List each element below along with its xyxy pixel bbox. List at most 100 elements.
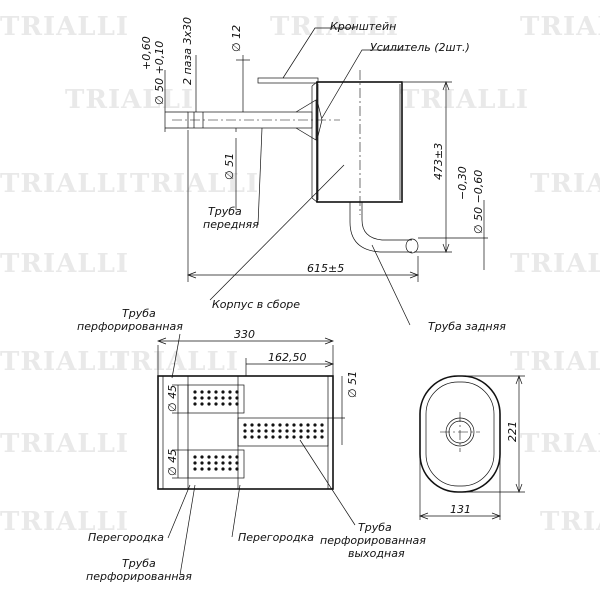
perforation-hole bbox=[221, 455, 225, 459]
d51-section-dim: ∅ 51 bbox=[346, 371, 359, 398]
outlet-dia-dim: ∅ 50 −0,60 bbox=[472, 170, 485, 234]
perforation-hole bbox=[200, 461, 204, 465]
perforation-hole bbox=[313, 429, 317, 433]
watermark-text: TRIALLI bbox=[0, 169, 129, 199]
perforation-hole bbox=[193, 396, 197, 400]
perforation-hole bbox=[271, 423, 275, 427]
perforation-hole bbox=[320, 435, 324, 439]
perf-outlet-label-1: Труба bbox=[358, 521, 392, 534]
partition-left-label: Перегородка bbox=[88, 531, 164, 544]
d45-top-dim: ∅ 45 bbox=[166, 385, 179, 412]
perforation-hole bbox=[299, 429, 303, 433]
watermark-text: TRIALLI bbox=[520, 12, 600, 42]
watermark-text: TRIALLI bbox=[530, 169, 600, 199]
perf-outlet-label-3: выходная bbox=[348, 547, 405, 560]
perforation-hole bbox=[264, 429, 268, 433]
perforation-hole bbox=[313, 435, 317, 439]
perforation-hole bbox=[200, 467, 204, 471]
d12-dim: ∅ 12 bbox=[230, 25, 243, 52]
perforation-holes bbox=[193, 390, 324, 471]
perforation-hole bbox=[193, 402, 197, 406]
perforation-hole bbox=[200, 402, 204, 406]
watermark-text: TRIALLI bbox=[400, 85, 529, 115]
perforation-hole bbox=[285, 423, 289, 427]
section-view: Труба перфорированная Перегородка Перего… bbox=[77, 307, 426, 583]
perforation-hole bbox=[200, 396, 204, 400]
end-height-dim: 221 bbox=[506, 421, 519, 442]
body-assembly-label: Корпус в сборе bbox=[212, 298, 300, 311]
perforation-hole bbox=[299, 435, 303, 439]
perforation-hole bbox=[292, 423, 296, 427]
perforation-hole bbox=[292, 429, 296, 433]
perforation-hole bbox=[228, 467, 232, 471]
rear-pipe-label: Труба задняя bbox=[428, 320, 506, 333]
watermark-text: TRIALLI bbox=[0, 12, 129, 42]
perforation-hole bbox=[285, 429, 289, 433]
perforation-hole bbox=[228, 396, 232, 400]
perforation-hole bbox=[228, 390, 232, 394]
watermark-text: TRIALLI bbox=[0, 429, 129, 459]
width-dim: 330 bbox=[234, 328, 255, 341]
d45-bottom-dim: ∅ 45 bbox=[166, 449, 179, 476]
perforation-hole bbox=[235, 461, 239, 465]
watermark-text: TRIALLI bbox=[0, 347, 129, 377]
perforation-hole bbox=[207, 396, 211, 400]
perforation-hole bbox=[228, 402, 232, 406]
perforation-hole bbox=[207, 467, 211, 471]
perforation-hole bbox=[235, 455, 239, 459]
perforation-hole bbox=[257, 423, 261, 427]
perforation-hole bbox=[214, 390, 218, 394]
perf-top-label-1: Труба bbox=[122, 307, 156, 320]
perforation-hole bbox=[207, 461, 211, 465]
perforation-hole bbox=[264, 435, 268, 439]
perforation-hole bbox=[320, 423, 324, 427]
perforation-hole bbox=[306, 435, 310, 439]
perforation-hole bbox=[214, 467, 218, 471]
watermark-text: TRIALLI bbox=[510, 249, 600, 279]
perforation-hole bbox=[193, 455, 197, 459]
watermark-text: TRIALLI bbox=[65, 85, 194, 115]
perforation-hole bbox=[278, 423, 282, 427]
perforation-hole bbox=[278, 429, 282, 433]
perforation-hole bbox=[257, 435, 261, 439]
slots-dim: 2 паза 3х30 bbox=[181, 17, 194, 85]
d51-dim: ∅ 51 bbox=[223, 153, 236, 180]
perf-pipe-outlet bbox=[237, 417, 329, 447]
watermark-text: TRIALLI bbox=[130, 169, 259, 199]
height-dim: 473±3 bbox=[432, 143, 445, 180]
perforation-hole bbox=[235, 396, 239, 400]
length-dim: 615±5 bbox=[307, 262, 344, 275]
perforation-hole bbox=[313, 423, 317, 427]
watermark-text: TRIALLI bbox=[110, 347, 239, 377]
front-pipe-label-1: Труба bbox=[208, 205, 242, 218]
perforation-hole bbox=[306, 429, 310, 433]
watermark-text: TRIALLI bbox=[540, 507, 600, 537]
perforation-hole bbox=[221, 396, 225, 400]
perforation-hole bbox=[235, 402, 239, 406]
perforation-hole bbox=[193, 467, 197, 471]
perforation-hole bbox=[271, 435, 275, 439]
perforation-hole bbox=[221, 402, 225, 406]
end-view: 221 131 bbox=[419, 375, 525, 520]
perforation-hole bbox=[285, 435, 289, 439]
perforation-hole bbox=[320, 429, 324, 433]
perforation-hole bbox=[214, 455, 218, 459]
perf-bottom-label-2: перфорированная bbox=[86, 570, 192, 583]
bracket-label: Кронштейн bbox=[330, 20, 396, 33]
outlet-tol-dim: −0,30 bbox=[456, 166, 469, 200]
watermark-text: TRIALLI bbox=[0, 507, 129, 537]
perforation-hole bbox=[250, 429, 254, 433]
perforation-hole bbox=[200, 390, 204, 394]
amplifier-label: Усилитель (2шт.) bbox=[370, 41, 470, 54]
perforation-hole bbox=[235, 390, 239, 394]
watermark-text: TRIALLI bbox=[270, 12, 399, 42]
half-dim: 162,50 bbox=[268, 351, 307, 364]
rear-pipe bbox=[349, 202, 412, 253]
perforation-hole bbox=[228, 461, 232, 465]
perforation-hole bbox=[207, 390, 211, 394]
watermark-text: TRIALLI bbox=[520, 429, 600, 459]
perforation-hole bbox=[221, 461, 225, 465]
perf-top-label-2: перфорированная bbox=[77, 320, 183, 333]
end-oval-outer bbox=[419, 375, 501, 493]
